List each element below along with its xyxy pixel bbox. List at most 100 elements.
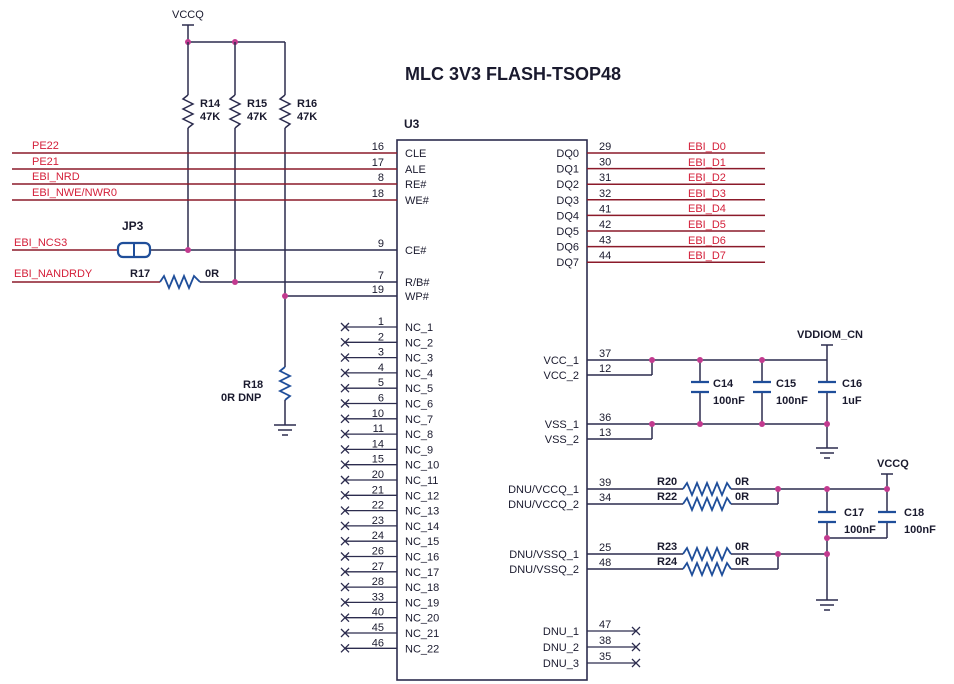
r23-ref: R23 [657, 541, 677, 553]
no-connect-icon [340, 429, 350, 439]
pin-name: NC_11 [405, 475, 438, 487]
pin-number: 12 [599, 363, 611, 375]
net-ebi-nandrdy: EBI_NANDRDY [14, 268, 93, 280]
no-connect-icon [340, 506, 350, 516]
pin-number: 46 [372, 637, 384, 649]
pin-number: 27 [372, 561, 384, 573]
jumper-jp3: JP3 [116, 219, 152, 259]
net-ebi-d3: EBI_D3 [688, 188, 726, 200]
pin-name: NC_20 [405, 613, 439, 625]
pin-name: NC_22 [405, 643, 439, 655]
net-ebi-nrd: EBI_NRD [32, 171, 80, 183]
pin-name: VCC_2 [544, 370, 579, 382]
pin-name: DQ6 [556, 242, 579, 254]
pin-number: 4 [378, 362, 384, 374]
pin-number: 19 [372, 284, 384, 296]
pin-number: 43 [599, 235, 611, 247]
c14-ref: C14 [713, 378, 734, 390]
net-ebi-d5: EBI_D5 [688, 219, 726, 231]
net-pe22: PE22 [32, 140, 59, 152]
no-connect-icon [340, 628, 350, 638]
junction [282, 293, 288, 299]
r14-ref: R14 [200, 98, 221, 110]
no-connect-icon [340, 490, 350, 500]
capacitor-plates-c17-c18 [818, 510, 896, 524]
no-connect-icon [631, 658, 641, 668]
no-connect-icon [340, 337, 350, 347]
no-connect-icon [340, 414, 350, 424]
net-ebi-d4: EBI_D4 [688, 203, 726, 215]
pin-name: NC_14 [405, 521, 439, 533]
pin-name: NC_10 [405, 460, 439, 472]
vcc-junctions [649, 357, 830, 427]
pin-name: NC_17 [405, 567, 439, 579]
pin-name: R/B# [405, 277, 430, 289]
pin-name: ALE [405, 164, 426, 176]
pin-name: CE# [405, 245, 427, 257]
pin-name: VSS_1 [545, 419, 579, 431]
schematic-title: MLC 3V3 FLASH-TSOP48 [405, 64, 621, 84]
pin-number: 16 [372, 141, 384, 153]
vccq-rail-top: VCCQ [172, 9, 285, 45]
pin-number: 13 [599, 427, 611, 439]
r18-ref: R18 [243, 379, 263, 391]
pin-number: 22 [372, 500, 384, 512]
r14-value: 47K [200, 111, 220, 123]
r15-value: 47K [247, 111, 267, 123]
pin-number: 9 [378, 238, 384, 250]
pin-name: NC_3 [405, 353, 433, 365]
pin-name: DQ0 [556, 148, 579, 160]
no-connect-icon [340, 552, 350, 561]
vccq-label-top: VCCQ [172, 9, 204, 21]
pin-number: 11 [373, 423, 384, 435]
pin-name: NC_8 [405, 429, 433, 441]
no-connect-icon [340, 567, 350, 577]
net-ebi-ncs3: EBI_NCS3 [14, 237, 67, 249]
pin-name: DNU/VSSQ_2 [509, 564, 579, 576]
ic-ref: U3 [404, 117, 420, 131]
no-connect-icon [340, 475, 350, 485]
pin-number: 48 [599, 557, 611, 569]
pin-name: WP# [405, 291, 430, 303]
pin-name: DQ7 [556, 257, 579, 269]
r18-value: 0R DNP [221, 392, 261, 404]
no-connect-icon [340, 460, 350, 470]
pin-number: 36 [599, 412, 611, 424]
pin-number: 30 [599, 157, 611, 169]
pin-name: VCC_1 [544, 355, 579, 367]
pin-number: 25 [599, 542, 611, 554]
no-connect-icon [340, 444, 350, 454]
pin-number: 41 [599, 203, 611, 215]
r22-value: 0R [735, 491, 749, 503]
pin-name: NC_1 [405, 322, 433, 334]
pin-name: NC_16 [405, 552, 439, 564]
left-net-wires [12, 152, 397, 283]
pin-number: 33 [372, 591, 384, 603]
pin-name: VSS_2 [545, 434, 579, 446]
c16-ref: C16 [842, 378, 862, 390]
r16-ref: R16 [297, 98, 317, 110]
net-ebi-d6: EBI_D6 [688, 235, 726, 247]
no-connect-icon [340, 536, 350, 546]
pin-number: 1 [378, 316, 384, 328]
pin-number: 20 [372, 469, 384, 481]
pin-name: DNU/VCCQ_1 [508, 484, 579, 496]
no-connect-icon [340, 643, 350, 653]
pin-name: DNU_2 [543, 642, 579, 654]
r15-ref: R15 [247, 98, 267, 110]
ic-body [396, 139, 588, 681]
pin-name: NC_9 [405, 444, 433, 456]
pin-number: 18 [372, 188, 384, 200]
r20-ref: R20 [657, 476, 677, 488]
pin-number: 47 [599, 619, 611, 631]
pin-number: 5 [378, 377, 384, 389]
dnu-junctions [775, 486, 890, 557]
jp3-ref: JP3 [122, 219, 144, 233]
pin-name: DNU_3 [543, 658, 579, 670]
pin-name: DQ1 [556, 164, 579, 176]
pin-name: DQ4 [556, 210, 579, 222]
pin-number: 31 [599, 172, 611, 184]
